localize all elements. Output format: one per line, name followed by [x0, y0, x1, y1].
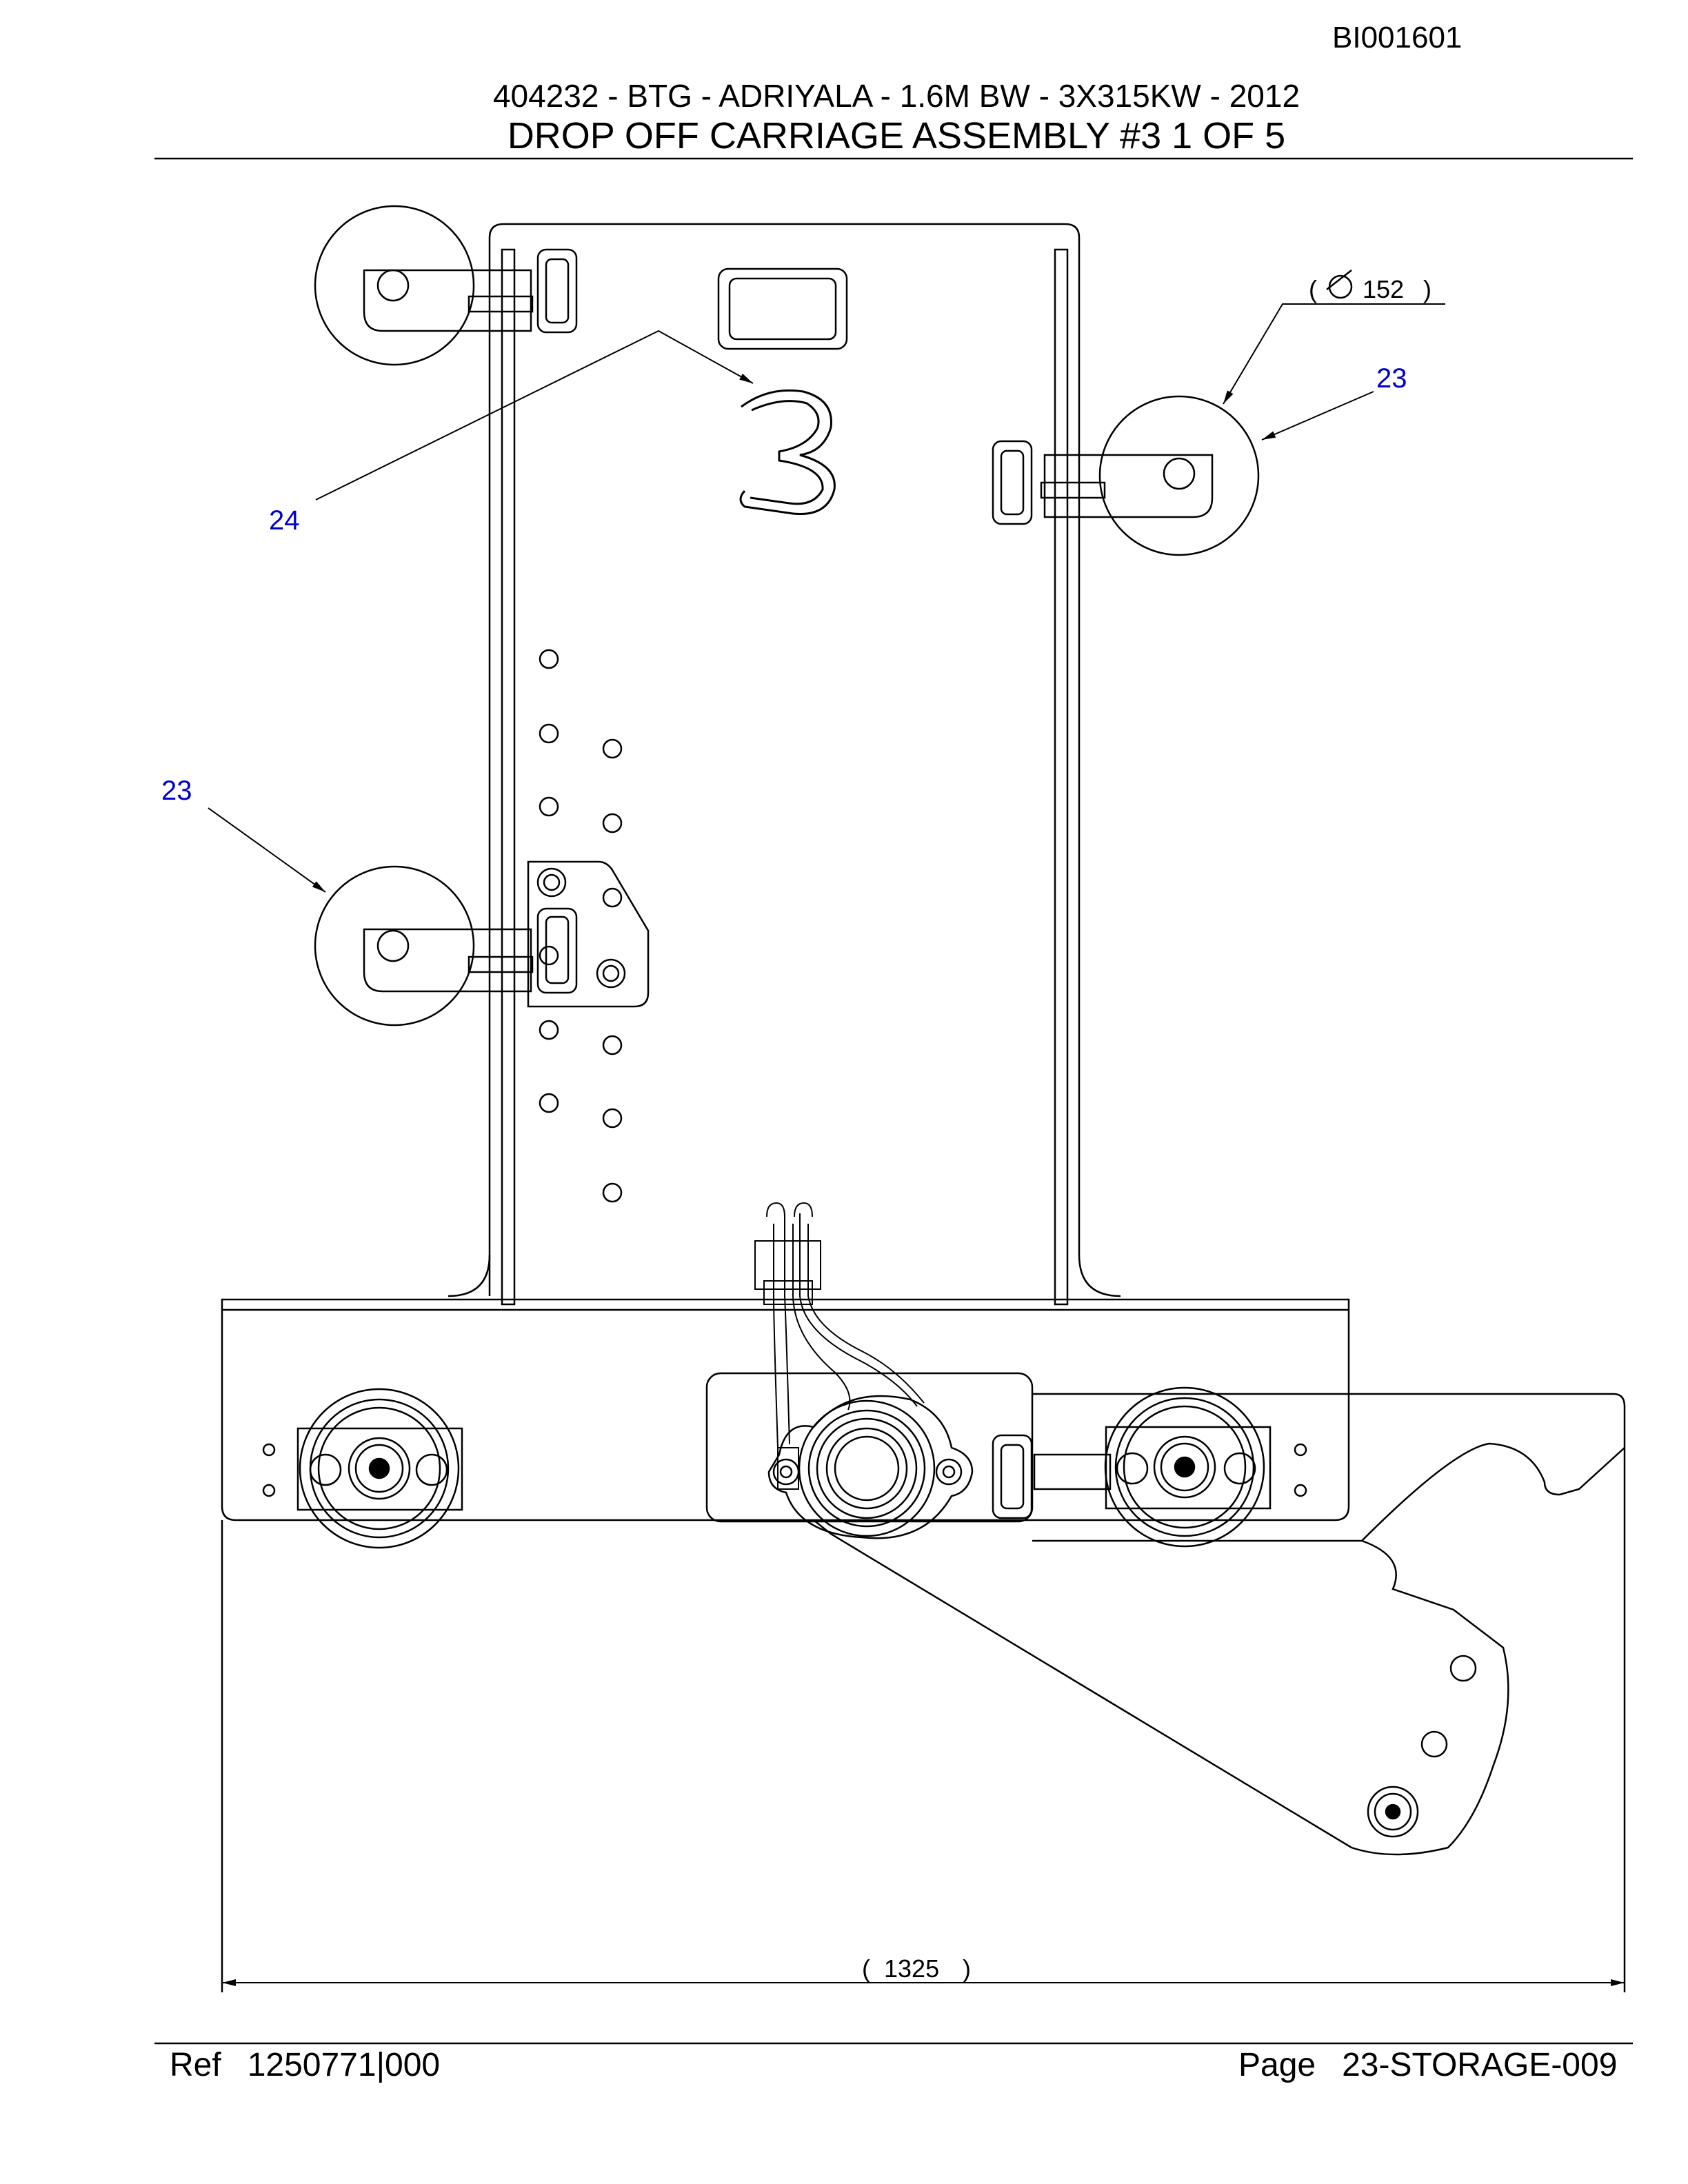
- arm-holes: [1367, 1655, 1477, 1838]
- leader-23-left: [208, 807, 326, 893]
- left-mast-rail: [501, 248, 516, 1306]
- roller-top-left: [314, 205, 475, 366]
- wheel-left: [297, 1388, 463, 1549]
- hook-plate-outline: [813, 1393, 1626, 1856]
- callout-23-left: 23: [161, 776, 192, 806]
- lifting-lug-inner: [728, 277, 837, 341]
- reference-block: Ref 1250771|000: [170, 2046, 466, 2084]
- lifting-lug-outer: [717, 267, 848, 350]
- roller-top-right: [1098, 395, 1260, 556]
- page-value: 23-STORAGE-009: [1342, 2047, 1618, 2083]
- callout-24: 24: [269, 505, 300, 536]
- dimension-diameter-paren-open: (: [1309, 275, 1317, 303]
- document-id: BI001601: [1332, 21, 1463, 54]
- page-block: Page 23-STORAGE-009: [1238, 2046, 1643, 2084]
- dimension-diameter-value: 152: [1363, 275, 1404, 303]
- ref-value: 1250771|000: [247, 2047, 441, 2083]
- callout-23-right: 23: [1376, 363, 1407, 394]
- drawing-title: DROP OFF CARRIAGE ASSEMBLY #3 1 OF 5: [507, 115, 1286, 156]
- dimension-width-paren-close: ): [963, 1954, 971, 1983]
- mast-plate-outline: [488, 223, 1121, 1297]
- dimension-width-paren-open: (: [862, 1954, 870, 1983]
- drawing-subtitle: 404232 - BTG - ADRIYALA - 1.6M BW - 3X31…: [492, 78, 1300, 114]
- drive-motor: [767, 1395, 974, 1539]
- base-plate-outline: [221, 1298, 1350, 1521]
- leader-23-right: [1261, 391, 1374, 441]
- right-mast-rail: [1054, 248, 1069, 1306]
- base-plate-holes: [262, 1443, 1307, 1497]
- leader-24: [315, 330, 754, 501]
- carriage-number-stencil: [739, 389, 836, 516]
- dimension-diameter-paren-close: ): [1423, 275, 1431, 303]
- wheel-right: [992, 1386, 1272, 1548]
- hydraulic-hoses: [754, 1202, 925, 1490]
- dimension-width-value: 1325: [884, 1954, 939, 1983]
- roller-mid-left: [314, 865, 475, 1027]
- mast-bolt-holes: [539, 649, 623, 1203]
- ref-label: Ref: [170, 2047, 221, 2083]
- page-label: Page: [1238, 2047, 1316, 2083]
- side-bracket: [527, 860, 650, 1008]
